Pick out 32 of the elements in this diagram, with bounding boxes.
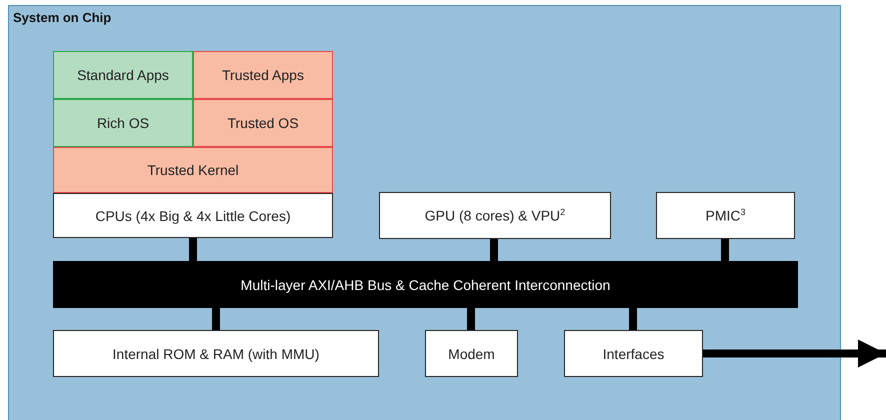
component-label: Trusted Apps [222, 67, 304, 83]
connector-line [189, 238, 197, 261]
software-layer-box [53, 51, 193, 99]
component-label: Trusted Kernel [147, 162, 239, 178]
component-label: GPU (8 cores) & VPU$^{2}$ [424, 207, 566, 224]
component-box [53, 193, 333, 238]
component-box [656, 192, 795, 239]
component-label: Multi-layer AXI/AHB Bus & Cache Coherent Interconnection [240, 276, 610, 292]
component-label: Trusted OS [227, 115, 299, 131]
bus-bar [53, 261, 798, 308]
component-box [53, 330, 379, 377]
trusted-layer-box [53, 147, 333, 193]
component-label: Rich OS [96, 115, 150, 131]
component-label: Internal ROM & RAM (with MMU) [112, 346, 320, 362]
component-box [425, 330, 518, 377]
component-label: Interfaces [602, 346, 664, 362]
component-label: PMIC$^{3}$ [705, 207, 746, 224]
component-box [379, 192, 611, 239]
connector-line [721, 239, 729, 261]
arrow [703, 340, 886, 368]
component-box [564, 330, 703, 377]
trusted-layer-box [193, 99, 333, 147]
component-label: Standard Apps [77, 67, 169, 83]
trusted-layer-box [193, 51, 333, 99]
chip-title: System on Chip [13, 10, 112, 25]
connector-line [212, 308, 220, 330]
connector-line [629, 308, 637, 330]
component-label: Modem [448, 346, 495, 362]
connector-line [490, 239, 498, 261]
component-label: CPUs (4x Big & 4x Little Cores) [95, 208, 291, 224]
software-layer-box [53, 99, 193, 147]
connector-line [467, 308, 475, 330]
